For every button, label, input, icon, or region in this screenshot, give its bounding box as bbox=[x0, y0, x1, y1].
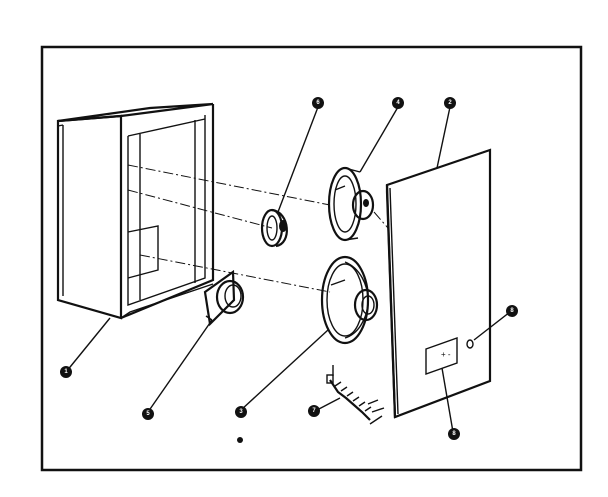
speaker-cabinet bbox=[56, 102, 215, 320]
crossover-coil bbox=[326, 365, 385, 425]
callout-8-upper: 8 bbox=[506, 305, 518, 317]
midrange-speaker bbox=[327, 166, 375, 242]
callout-7-label: 7 bbox=[312, 408, 316, 414]
callout-7: 7 bbox=[308, 405, 320, 417]
callout-6: 6 bbox=[312, 97, 324, 109]
callout-4-label: 4 bbox=[396, 100, 400, 106]
woofer-speaker bbox=[320, 255, 379, 345]
callout-2: 2 bbox=[444, 97, 456, 109]
leader-lines bbox=[65, 106, 511, 433]
callout-3: 3 bbox=[235, 406, 247, 418]
tweeter-speaker bbox=[260, 208, 288, 248]
diagram-frame bbox=[40, 45, 583, 472]
callout-8-lower-label: 8 bbox=[452, 431, 456, 437]
baffle-board: + - bbox=[385, 148, 492, 419]
callout-3-label: 3 bbox=[239, 409, 243, 415]
small-driver bbox=[203, 269, 245, 327]
callout-2-label: 2 bbox=[448, 100, 452, 106]
assembly-guide-lines bbox=[127, 164, 389, 293]
callout-1-label: 1 bbox=[64, 369, 68, 375]
callout-5-label: 5 bbox=[146, 411, 150, 417]
callout-8-lower: 8 bbox=[448, 428, 460, 440]
screw bbox=[237, 437, 243, 443]
callout-5: 5 bbox=[142, 408, 154, 420]
callout-6-label: 6 bbox=[316, 100, 320, 106]
callout-8-upper-label: 8 bbox=[510, 308, 514, 314]
callout-4: 4 bbox=[392, 97, 404, 109]
callout-1: 1 bbox=[60, 366, 72, 378]
terminal-plate-mark: + - bbox=[441, 350, 451, 359]
